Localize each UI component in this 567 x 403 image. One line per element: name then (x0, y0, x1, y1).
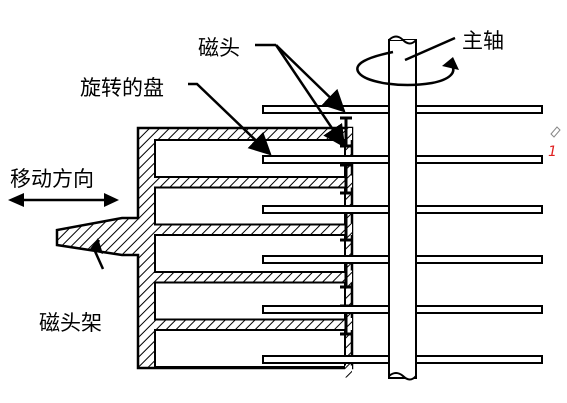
carriage-slot (154, 234, 346, 273)
move-direction-arrow (8, 193, 119, 207)
label-head-arm: 磁头架 (39, 311, 102, 335)
carriage-slot (154, 329, 346, 368)
platter-right-segment (415, 355, 543, 364)
arm-tip (345, 270, 352, 283)
read-write-head (340, 163, 352, 195)
label-rotating-disk: 旋转的盘 (80, 76, 164, 100)
label-move-direction: 移动方向 (10, 167, 94, 191)
red-annotation: 1 (548, 126, 561, 160)
platter-left-segment (262, 255, 390, 264)
arm-tip (345, 365, 352, 378)
leader-lines (92, 36, 456, 270)
arm-tip (345, 128, 352, 140)
arm-tip (345, 223, 352, 235)
platter-right-segment (415, 305, 543, 314)
label-spindle: 主轴 (462, 29, 504, 53)
label-head: 磁头 (198, 36, 240, 60)
head-arm-pointer-arrow (90, 238, 103, 254)
spindle (388, 35, 417, 381)
rotation-arrow (356, 50, 459, 87)
platter-left-segment (262, 305, 390, 314)
annotation-mark: 1 (548, 144, 557, 160)
arm-tip (345, 318, 352, 330)
platter-left-segment (262, 205, 390, 214)
platter-left-segment (262, 155, 390, 164)
platter-right-segment (415, 155, 543, 164)
pencil-icon (550, 126, 561, 138)
platter-left-segment (262, 105, 390, 114)
platters-front (262, 105, 543, 364)
platter-right-segment (415, 105, 543, 114)
platter-right-segment (415, 205, 543, 214)
platter-right-segment (415, 255, 543, 264)
arm-tip (345, 175, 352, 188)
platter-left-segment (262, 355, 390, 364)
